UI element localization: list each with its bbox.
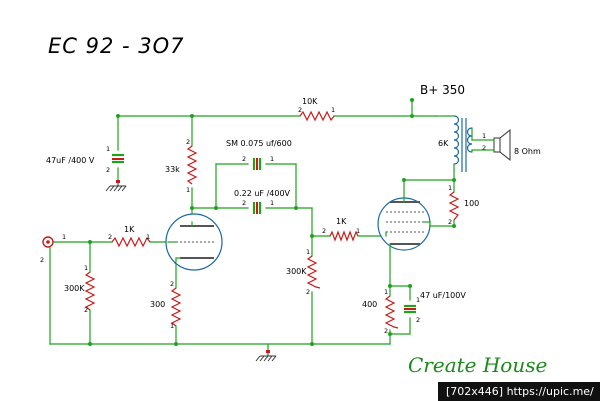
image-host-footer-text: [702x446] https://upic.me/ <box>446 385 594 398</box>
capacitor-sm-0075-label: SM 0.075 uf/600 <box>226 139 292 148</box>
svg-text:2: 2 <box>242 155 246 163</box>
capacitor-cathode-47uf <box>404 304 416 314</box>
svg-text:2: 2 <box>170 280 174 288</box>
resistor-screen-100-label: 100 <box>464 199 479 208</box>
wiring <box>49 99 487 351</box>
svg-text:1: 1 <box>186 186 190 194</box>
resistor-input-1k-label: 1K <box>124 225 135 234</box>
svg-text:2: 2 <box>482 144 486 152</box>
svg-text:2: 2 <box>384 327 388 335</box>
svg-text:1: 1 <box>448 184 452 192</box>
resistor-cathode-300-label: 300 <box>150 300 165 309</box>
resistor-input-1k <box>111 236 151 248</box>
capacitor-coupling-022 <box>252 202 262 214</box>
svg-text:1: 1 <box>106 145 110 153</box>
svg-text:2: 2 <box>322 227 326 235</box>
capacitor-cathode-47uf-label: 47 uF/100V <box>420 291 466 300</box>
speaker-label: 8 Ohm <box>514 147 541 156</box>
svg-text:1: 1 <box>482 132 486 140</box>
resistor-10k <box>299 110 335 122</box>
svg-text:2: 2 <box>186 138 190 146</box>
resistor-cathode-400 <box>384 295 399 329</box>
svg-text:2: 2 <box>416 316 420 324</box>
speaker-icon <box>485 128 511 162</box>
svg-text:1: 1 <box>384 288 388 296</box>
output-transformer <box>447 115 473 172</box>
svg-text:2: 2 <box>106 166 110 174</box>
svg-text:2: 2 <box>298 106 302 114</box>
resistor-grid-stopper-1k <box>329 230 359 242</box>
resistor-grid-leak-300k-left-label: 300K <box>64 284 85 293</box>
resistor-grid-leak-300k-right-label: 300K <box>286 267 307 276</box>
svg-text:2: 2 <box>40 256 44 264</box>
svg-text:2: 2 <box>448 218 452 226</box>
resistor-grid-leak-300k-left <box>84 271 96 311</box>
svg-text:1: 1 <box>170 322 174 330</box>
svg-text:2: 2 <box>108 233 112 241</box>
capacitor-sm-0075 <box>252 158 262 170</box>
svg-text:1: 1 <box>146 233 150 241</box>
svg-text:1: 1 <box>84 264 88 272</box>
resistor-33k <box>186 145 198 185</box>
supply-voltage-label: B+ 350 <box>420 83 465 97</box>
svg-text:2: 2 <box>306 288 310 296</box>
image-host-footer <box>438 382 600 401</box>
svg-text:1: 1 <box>331 106 335 114</box>
resistor-cathode-400-label: 400 <box>362 300 377 309</box>
svg-text:1: 1 <box>306 248 310 256</box>
tube-ec92 <box>165 213 223 271</box>
junction-nodes <box>88 98 456 346</box>
resistor-10k-label: 10K <box>302 97 318 106</box>
resistor-screen-100 <box>448 191 460 221</box>
capacitor-supply-47uf <box>112 153 124 164</box>
capacitor-supply-47uf-label: 47uF /400 V <box>46 156 95 165</box>
svg-text:1: 1 <box>356 227 360 235</box>
svg-text:2: 2 <box>242 199 246 207</box>
brand-signature: Create House <box>408 353 547 377</box>
resistor-grid-stopper-1k-label: 1K <box>336 217 347 226</box>
ground-symbol-bottom <box>255 350 277 362</box>
svg-text:2: 2 <box>84 306 88 314</box>
resistor-cathode-300 <box>170 287 182 327</box>
ground-symbol-left <box>105 180 127 192</box>
svg-text:1: 1 <box>270 199 274 207</box>
svg-text:1: 1 <box>270 155 274 163</box>
schematic-title: EC 92 - 3O7 <box>48 34 185 58</box>
svg-text:1: 1 <box>416 296 420 304</box>
resistor-grid-leak-300k-right <box>306 255 321 289</box>
transformer-primary-label: 6K <box>438 139 449 148</box>
input-jack-icon <box>42 236 54 248</box>
svg-text:1: 1 <box>62 233 66 241</box>
capacitor-coupling-022-label: 0.22 uF /400V <box>234 189 291 198</box>
tube-307 <box>377 197 431 251</box>
resistor-33k-label: 33k <box>165 165 180 174</box>
